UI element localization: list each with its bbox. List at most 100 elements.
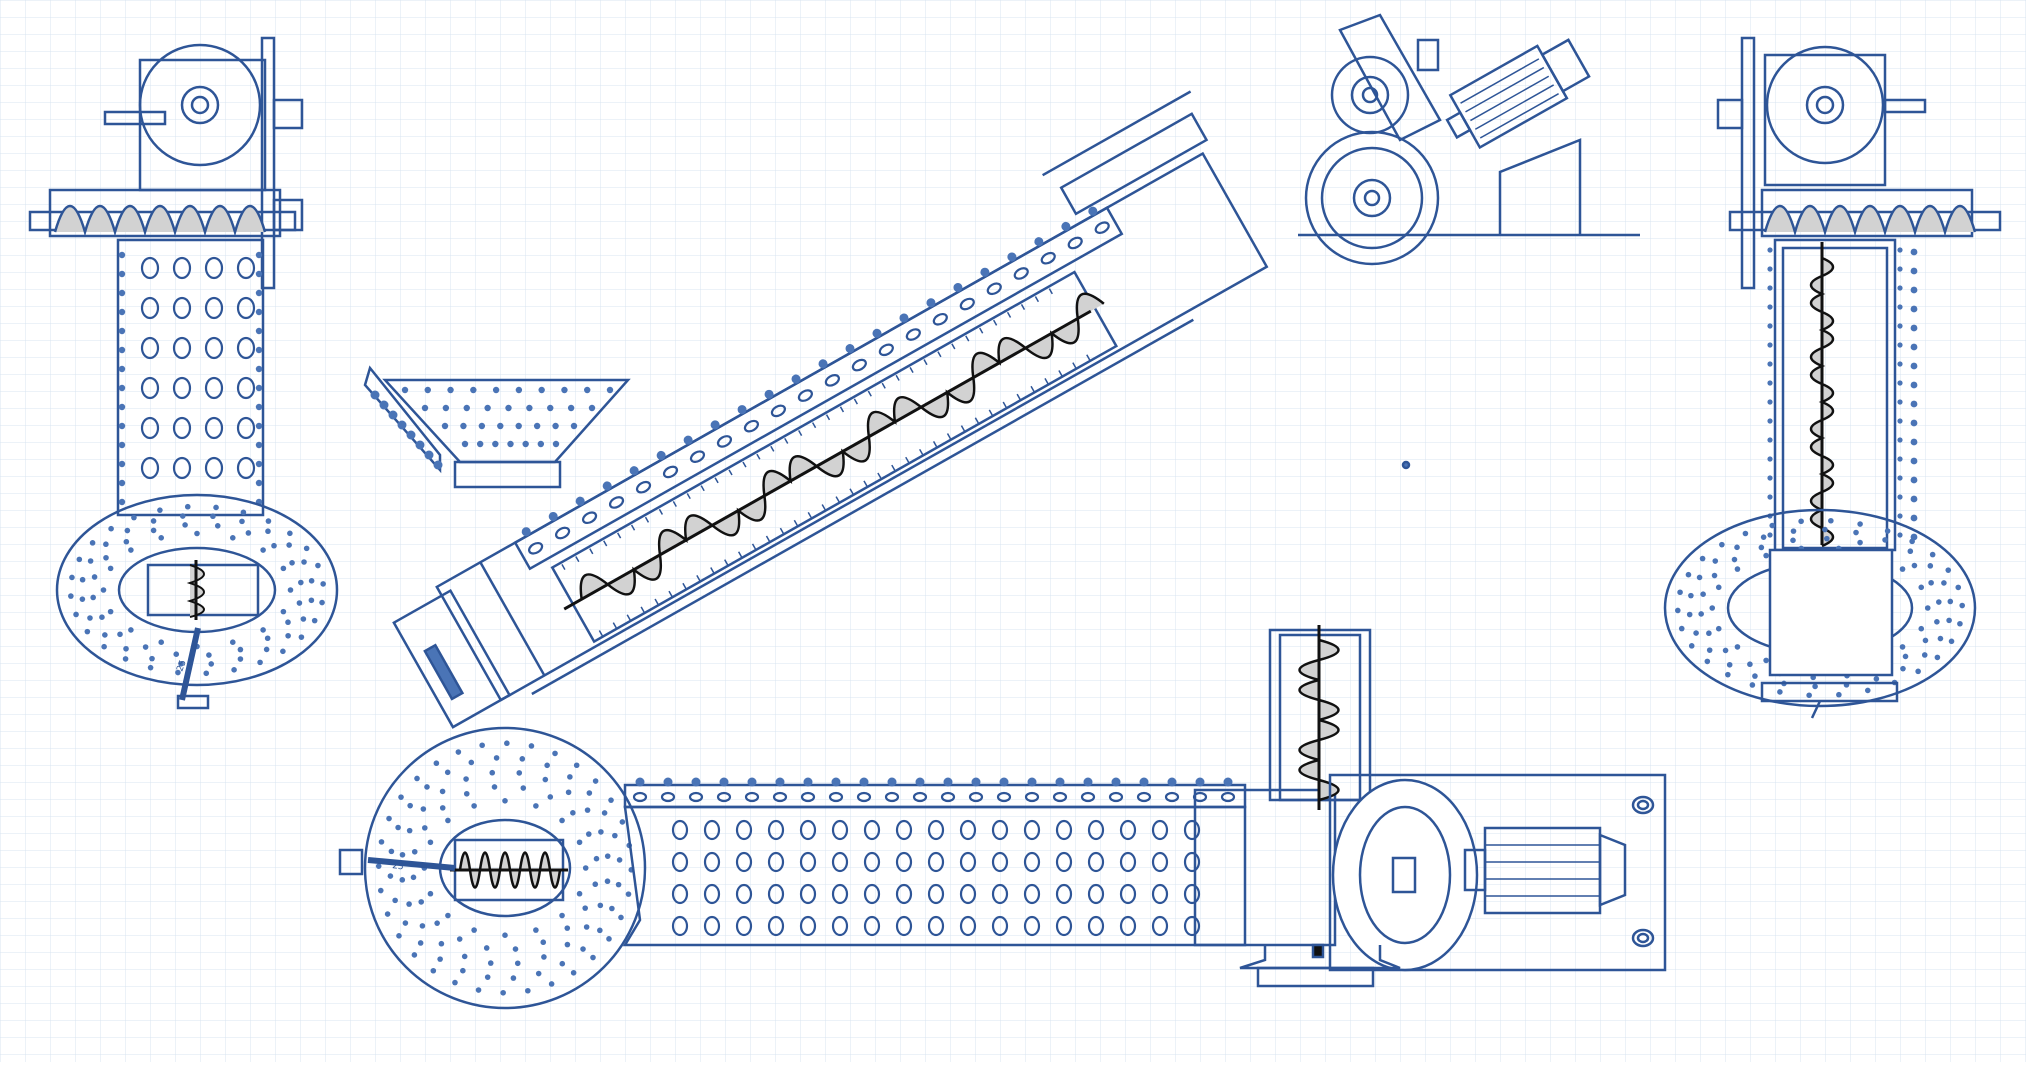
hole	[1119, 819, 1137, 841]
pulley-shaft	[190, 95, 210, 115]
rivet-dot	[1857, 521, 1863, 527]
rivet-dot	[537, 440, 545, 448]
rivet-dot	[588, 404, 596, 412]
rivet-dot	[872, 328, 882, 338]
rivet-dot	[528, 743, 535, 749]
rivet-dot	[461, 953, 468, 960]
drive-motor	[1445, 38, 1591, 150]
rivet-dot	[421, 404, 429, 412]
rivet-dot	[1910, 419, 1918, 427]
rivet-dot	[1915, 668, 1921, 675]
rivet-dot	[231, 667, 237, 673]
rivet-dot	[803, 777, 813, 787]
rib-holes	[528, 221, 1110, 555]
base-rail	[531, 318, 1194, 696]
rivet-dot	[79, 596, 86, 602]
rivet-dot	[1911, 562, 1918, 569]
rivet-dot	[552, 440, 560, 448]
rivet-dot	[117, 631, 123, 638]
motor-end	[1540, 38, 1591, 93]
rivet-dot	[1897, 532, 1903, 538]
rivet-dot	[1910, 381, 1918, 389]
side-bolt-right	[1716, 98, 1744, 130]
rivet-dot	[260, 547, 266, 553]
plan-trough-body	[622, 805, 1247, 947]
rivet-dot	[439, 788, 446, 795]
rivet-dot	[399, 877, 406, 883]
rivet-dot	[522, 440, 529, 448]
rivet-dot	[1678, 625, 1685, 632]
chamber-tick	[863, 480, 868, 487]
rivet-dot	[118, 422, 126, 430]
rivet-dot	[1836, 691, 1842, 698]
hole	[927, 819, 945, 841]
chamber-tick	[923, 359, 928, 366]
discharge-pipe	[179, 627, 201, 701]
rivet-dot	[538, 386, 545, 394]
hole	[831, 851, 849, 873]
rivet-dot	[264, 635, 271, 642]
rivet-dot	[319, 599, 325, 606]
rivet-dot	[1675, 607, 1681, 614]
hole	[236, 376, 256, 400]
rivet-dot	[1822, 526, 1828, 533]
rivet-dot	[296, 600, 303, 606]
rivet-dot	[570, 969, 577, 976]
chamber-tick	[682, 582, 687, 589]
hole	[831, 915, 849, 937]
rivet-dot	[1873, 676, 1880, 682]
rivet-dot	[437, 956, 443, 962]
stray-dot	[1401, 460, 1411, 470]
rivet-dot	[406, 827, 413, 834]
rivet-dot	[604, 878, 611, 885]
rivet-dot	[1946, 617, 1952, 624]
hole	[204, 256, 224, 280]
hole	[172, 336, 192, 360]
hole	[236, 416, 256, 440]
rivet-dot	[411, 848, 418, 855]
rivet-dot	[943, 777, 953, 787]
chamber-tick	[696, 575, 701, 581]
rivet-dot	[1711, 572, 1718, 579]
rivet-dot	[439, 805, 446, 811]
plan-foot-plate	[1256, 966, 1375, 988]
rivet-dot	[514, 960, 521, 967]
hole	[236, 256, 256, 280]
rivet-dot	[1910, 514, 1918, 522]
side-plate-right	[1740, 36, 1756, 290]
rivet-dot	[1007, 252, 1017, 262]
rivet-dot	[308, 597, 315, 604]
rivet-dot	[118, 270, 126, 278]
rivet-dot	[1937, 635, 1944, 642]
rivet-dot	[1910, 286, 1918, 294]
chamber-tick	[946, 433, 952, 440]
rivet-dot	[69, 574, 75, 581]
rivet-dot	[1897, 437, 1903, 443]
chamber-tick	[640, 606, 645, 613]
top-plan-view: 25	[338, 625, 1667, 1010]
chamber-tick	[616, 532, 622, 539]
rivet-dot	[592, 881, 599, 888]
drive-guard	[1304, 130, 1440, 266]
rivet-dot	[478, 422, 486, 430]
rivet-dot	[1902, 653, 1909, 660]
rivet-dot	[497, 422, 504, 430]
rivet-dot	[463, 790, 470, 797]
rivet-dot	[1726, 661, 1733, 668]
chamber-tick	[853, 398, 858, 405]
rivet-dot	[585, 831, 592, 837]
rivet-dot	[1688, 643, 1695, 649]
rivet-dot	[552, 750, 558, 757]
rivet-dot	[619, 819, 626, 825]
rivet-dot	[401, 386, 409, 394]
hole	[662, 465, 679, 479]
chamber-tick	[724, 559, 729, 566]
chamber-tick	[672, 500, 677, 507]
hole	[660, 791, 676, 803]
chamber-tick	[825, 414, 831, 421]
rivet-dot	[237, 656, 244, 662]
rivet-dot	[263, 646, 270, 653]
rivet-dot	[1884, 528, 1891, 534]
rivet-dot	[1897, 494, 1903, 500]
